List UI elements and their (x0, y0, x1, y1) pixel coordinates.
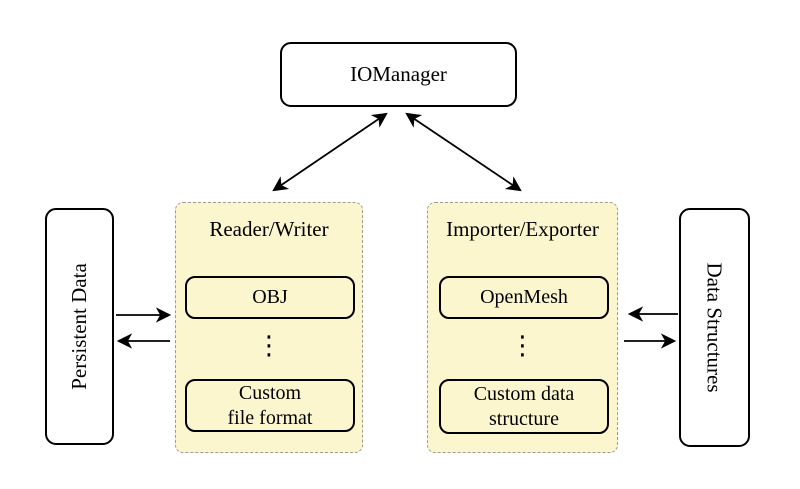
custom-file-format-line2: file format (227, 406, 313, 429)
data-structures-label: Data Structures (703, 262, 728, 393)
custom-data-structure-line1: Custom data (473, 382, 575, 405)
data-structures-node: Data Structures (679, 208, 750, 447)
persistent-data-label: Persistent Data (67, 263, 91, 390)
obj-node: OBJ (185, 276, 355, 319)
openmesh-node: OpenMesh (439, 276, 609, 319)
importer-exporter-ellipsis: ⋮ (509, 331, 536, 361)
reader-writer-ellipsis: ⋮ (256, 331, 282, 361)
arrow-iomanager-readerwriter (272, 112, 388, 192)
custom-data-structure-line2: structure (489, 407, 559, 430)
arrow-iomanager-importerexporter (405, 112, 522, 192)
reader-writer-title: Reader/Writer (209, 217, 329, 241)
obj-label: OBJ (252, 286, 288, 308)
iomanager-node: IOManager (280, 42, 517, 107)
iomanager-label: IOManager (350, 62, 447, 86)
custom-data-structure-node: Custom data structure (439, 379, 609, 434)
custom-file-format-line1: Custom (238, 381, 302, 404)
importer-exporter-title: Importer/Exporter (446, 217, 599, 241)
importer-exporter-panel: Importer/Exporter OpenMesh ⋮ Custom data… (427, 202, 618, 453)
openmesh-label: OpenMesh (480, 286, 568, 308)
persistent-data-node: Persistent Data (45, 208, 114, 445)
reader-writer-panel: Reader/Writer OBJ ⋮ Custom file format (175, 202, 363, 453)
custom-file-format-node: Custom file format (185, 379, 355, 432)
